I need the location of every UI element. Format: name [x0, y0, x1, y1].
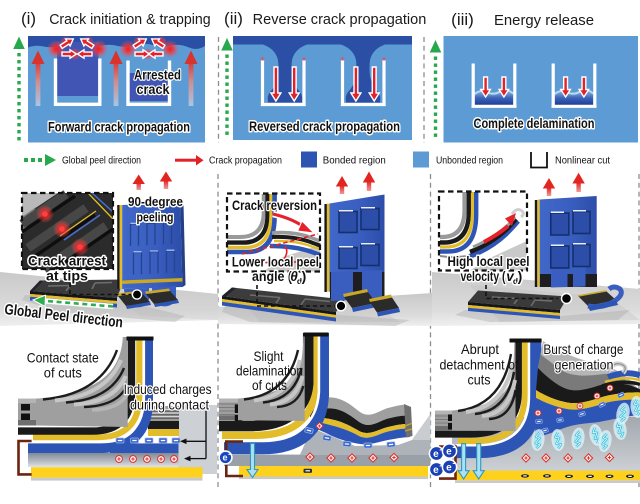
svg-text:High local peel: High local peel	[448, 253, 530, 269]
svg-text:(iii): (iii)	[451, 10, 474, 29]
svg-text:θ: θ	[290, 269, 298, 284]
svg-text:angle (: angle (	[252, 268, 292, 284]
svg-text:Slight: Slight	[254, 348, 284, 364]
svg-text:Arrested: Arrested	[134, 68, 181, 83]
svg-text:during contact: during contact	[130, 397, 209, 413]
svg-text:(i): (i)	[21, 9, 36, 28]
svg-text:crack: crack	[137, 82, 170, 97]
svg-text:d: d	[297, 276, 302, 286]
svg-text:e: e	[222, 453, 227, 463]
svg-text:cuts: cuts	[468, 372, 491, 388]
svg-text:peeling: peeling	[137, 210, 174, 225]
svg-text:Unbonded region: Unbonded region	[436, 156, 503, 167]
svg-text:Contact state: Contact state	[27, 350, 99, 366]
svg-text:at tips: at tips	[46, 268, 88, 284]
svg-text:Crack arrest: Crack arrest	[28, 253, 106, 269]
svg-text:of cuts: of cuts	[252, 377, 287, 393]
svg-text:(ii): (ii)	[224, 9, 243, 28]
svg-text:): )	[518, 268, 523, 284]
svg-text:Reverse crack propagation: Reverse crack propagation	[253, 12, 427, 28]
svg-text:Energy release: Energy release	[494, 13, 594, 29]
svg-text:generation: generation	[555, 357, 614, 373]
svg-text:Lower local peel: Lower local peel	[232, 254, 319, 270]
svg-text:Reversed crack propagation: Reversed crack propagation	[249, 119, 400, 134]
svg-text:Crack propagation: Crack propagation	[209, 156, 282, 167]
svg-text:Abrupt: Abrupt	[461, 341, 499, 357]
svg-text:Crack reversion: Crack reversion	[232, 197, 317, 213]
svg-text:): )	[302, 268, 307, 284]
svg-text:Complete delamination: Complete delamination	[474, 116, 595, 131]
svg-text:Nonlinear cut: Nonlinear cut	[555, 156, 610, 167]
svg-text:Global peel direction: Global peel direction	[62, 156, 141, 167]
svg-text:90-degree: 90-degree	[128, 194, 183, 209]
svg-text:velocity (: velocity (	[461, 268, 506, 284]
svg-text:Burst of charge: Burst of charge	[543, 341, 623, 357]
svg-text:of cuts: of cuts	[44, 365, 82, 381]
svg-text:Induced charges: Induced charges	[124, 381, 212, 397]
svg-text:detachment of: detachment of	[440, 357, 519, 373]
svg-text:d: d	[513, 276, 518, 286]
svg-text:Bonded region: Bonded region	[323, 156, 386, 167]
svg-text:v: v	[506, 269, 515, 284]
svg-text:Crack initiation & trapping: Crack initiation & trapping	[49, 12, 211, 28]
svg-text:Forward crack propagation: Forward crack propagation	[48, 120, 190, 135]
svg-text:delamination: delamination	[236, 363, 303, 379]
